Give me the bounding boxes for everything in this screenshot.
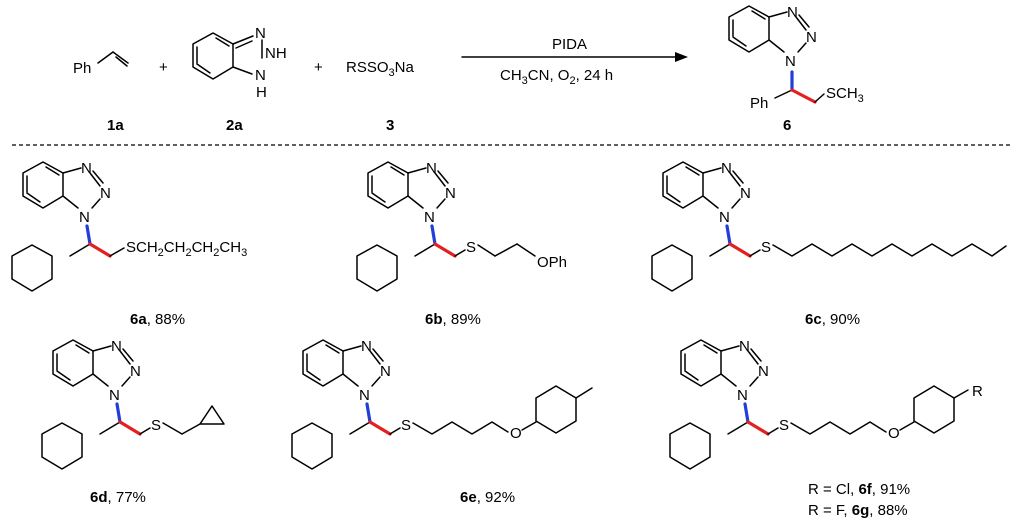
label-6: 6 bbox=[783, 117, 791, 134]
n-atom: N bbox=[758, 363, 769, 380]
n-atom: N bbox=[719, 209, 730, 226]
n-atom: N bbox=[79, 209, 90, 226]
compound-6e: N N N S O 6e, 92% bbox=[291, 338, 593, 506]
6a-side-chain: SCH2CH2CH2CH3 bbox=[126, 239, 247, 259]
n-atom: N bbox=[361, 338, 372, 355]
n-atom: N bbox=[721, 160, 732, 177]
thiosulfate-reagent: RSSO3Na bbox=[346, 59, 414, 79]
product-ph: Ph bbox=[750, 95, 768, 112]
n-atom: N bbox=[81, 160, 92, 177]
n-atom: N bbox=[100, 185, 111, 202]
6b-s: S bbox=[466, 239, 476, 256]
styrene-ph-label: Ph bbox=[73, 60, 91, 77]
plus-sign-1: + bbox=[159, 59, 168, 76]
n-atom: N bbox=[737, 387, 748, 404]
compound-6d: N N N S 6d, 77% bbox=[41, 338, 225, 506]
n-atom: N bbox=[380, 363, 391, 380]
styrene-structure: Ph bbox=[73, 51, 129, 77]
label-6c: 6c, 90% bbox=[805, 311, 860, 328]
condition-solvent: CH3CN, O2, 24 h bbox=[500, 67, 613, 87]
6c-s: S bbox=[761, 239, 771, 256]
benzotriazole-n3: N bbox=[255, 67, 266, 84]
reaction-arrow bbox=[461, 52, 688, 62]
benzotriazole-structure: N NH N H bbox=[192, 25, 287, 101]
compound-6b: N N N S OPh 6b, 89% bbox=[356, 160, 567, 328]
benzotriazole-nh: NH bbox=[265, 45, 287, 62]
label-6a: 6a, 88% bbox=[130, 311, 185, 328]
n-atom: N bbox=[111, 338, 122, 355]
compound-6c: N N N S 6c, 90% bbox=[651, 160, 1007, 328]
label-6d: 6d, 77% bbox=[90, 489, 146, 506]
6f-r: R bbox=[972, 383, 983, 400]
benzotriazole-h: H bbox=[256, 84, 267, 101]
label-3: 3 bbox=[386, 117, 394, 134]
product-n2: N bbox=[806, 29, 817, 46]
6e-o: O bbox=[510, 425, 522, 442]
6e-s: S bbox=[401, 417, 411, 434]
n-atom: N bbox=[739, 338, 750, 355]
compound-6a: N N N SCH2CH2CH2CH3 6a, 88% bbox=[11, 160, 247, 328]
product-sch3: SCH3 bbox=[826, 85, 864, 105]
6b-oph: OPh bbox=[537, 254, 567, 271]
label-6b: 6b, 89% bbox=[425, 311, 481, 328]
n-atom: N bbox=[426, 160, 437, 177]
label-6f: R = Cl, 6f, 91% bbox=[808, 481, 910, 498]
product-n1: N bbox=[787, 4, 798, 21]
label-1a: 1a bbox=[107, 117, 124, 134]
label-6g: R = F, 6g, 88% bbox=[808, 502, 908, 519]
label-2a: 2a bbox=[226, 117, 243, 134]
n-atom: N bbox=[109, 387, 120, 404]
6d-s: S bbox=[151, 417, 161, 434]
n-atom: N bbox=[445, 185, 456, 202]
n-atom: N bbox=[130, 363, 141, 380]
product-6-structure: N N N Ph SCH3 bbox=[728, 4, 864, 112]
6f-o: O bbox=[888, 425, 900, 442]
n-atom: N bbox=[359, 387, 370, 404]
6f-s: S bbox=[779, 417, 789, 434]
label-6e: 6e, 92% bbox=[460, 489, 515, 506]
n-atom: N bbox=[424, 209, 435, 226]
plus-sign-2: + bbox=[314, 59, 323, 76]
compound-6f-6g: N N N S O R R = Cl, 6f, 91% R = F, 6g, 8… bbox=[669, 338, 983, 519]
benzotriazole-n1: N bbox=[255, 25, 266, 42]
product-n3: N bbox=[785, 53, 796, 70]
condition-pida: PIDA bbox=[552, 36, 587, 53]
n-atom: N bbox=[740, 185, 751, 202]
